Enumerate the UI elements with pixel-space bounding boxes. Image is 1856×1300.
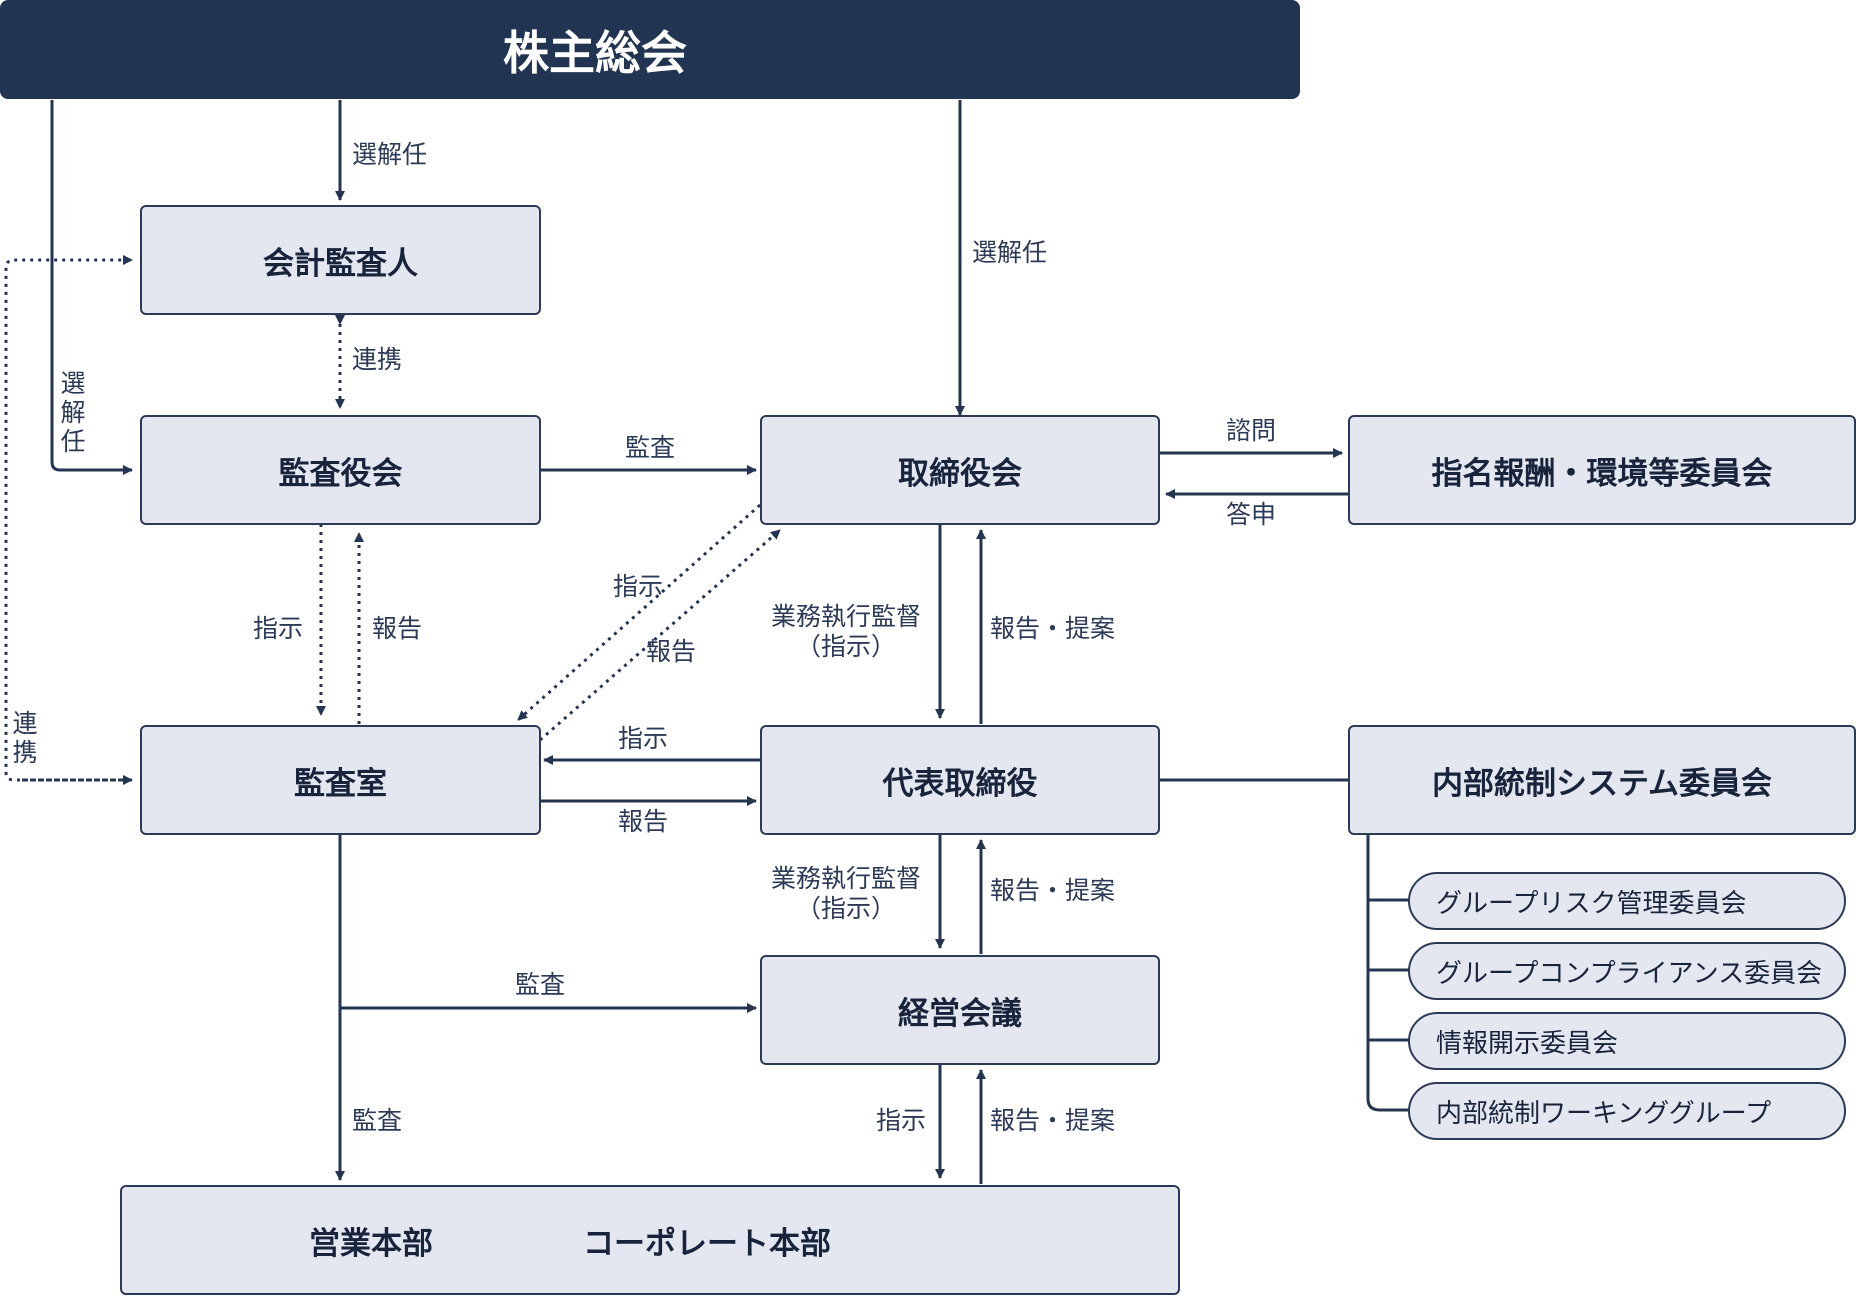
nomination-committee-label: 指名報酬・環境等委員会 — [1431, 455, 1773, 492]
board-of-directors-box: 取締役会 — [760, 415, 1160, 525]
representative-director-label: 代表取締役 — [882, 765, 1038, 802]
label-representative-instruct-office: 指示 — [618, 724, 669, 753]
label-report-propose-1: 報告・提案 — [990, 614, 1116, 643]
management-meeting-box: 経営会議 — [760, 955, 1160, 1065]
label-audit-board-instruct: 指示 — [253, 614, 304, 643]
label-audit-board-to-board: 監査 — [625, 433, 676, 462]
subcommittee-item: グループコンプライアンス委員会 — [1408, 942, 1846, 1000]
label-office-audit-meeting: 監査 — [515, 970, 566, 999]
label-select-dismiss-audit-board: 選 解 任 — [60, 369, 86, 456]
arrow-office-report-board — [539, 528, 781, 742]
label-cooperation-auditor: 連携 — [352, 345, 403, 374]
audit-board-label: 監査役会 — [278, 455, 403, 492]
corporate-hq-label: コーポレート本部 — [583, 1225, 831, 1262]
label-report-back: 答申 — [1226, 500, 1277, 529]
board-of-directors-label: 取締役会 — [898, 455, 1022, 492]
label-office-report-board: 報告 — [646, 637, 697, 666]
subcommittee-item: グループリスク管理委員会 — [1408, 872, 1846, 930]
internal-control-committee-box: 内部統制システム委員会 — [1348, 725, 1856, 835]
label-report-propose-3: 報告・提案 — [990, 1106, 1116, 1135]
nomination-committee-box: 指名報酬・環境等委員会 — [1348, 415, 1856, 525]
label-board-instruct-office: 指示 — [613, 572, 664, 601]
label-report-propose-2: 報告・提案 — [990, 876, 1116, 905]
management-meeting-label: 経営会議 — [898, 995, 1022, 1032]
accounting-auditor-label: 会計監査人 — [263, 245, 418, 282]
label-exec-supervision-2: 業務執行監督 （指示） — [770, 864, 921, 923]
representative-director-box: 代表取締役 — [760, 725, 1160, 835]
label-office-report-audit-board: 報告 — [372, 614, 423, 643]
arrow-shareholders-to-audit-board — [50, 100, 133, 475]
label-office-report-representative: 報告 — [618, 807, 669, 836]
label-consult: 諮問 — [1226, 416, 1277, 445]
subcommittee-item: 内部統制ワーキンググループ — [1408, 1082, 1846, 1140]
label-meeting-instruct-hq: 指示 — [876, 1106, 927, 1135]
label-select-dismiss-auditor: 選解任 — [352, 140, 428, 169]
headquarters-box: 営業本部 コーポレート本部 — [120, 1185, 1180, 1295]
tree-internal-control — [1366, 834, 1410, 1112]
label-select-dismiss-board: 選解任 — [972, 238, 1048, 267]
shareholders-meeting-box: 株主総会 — [0, 0, 1300, 99]
label-office-audit-hq: 監査 — [352, 1106, 403, 1135]
shareholders-meeting-label: 株主総会 — [503, 25, 687, 80]
subcommittee-item: 情報開示委員会 — [1408, 1012, 1846, 1070]
arrow-cooperation-office-auditor — [4, 255, 133, 782]
audit-office-label: 監査室 — [294, 765, 387, 802]
label-exec-supervision-1: 業務執行監督 （指示） — [770, 602, 921, 661]
sales-hq-label: 営業本部 — [309, 1225, 433, 1262]
audit-office-box: 監査室 — [140, 725, 541, 835]
internal-control-committee-label: 内部統制システム委員会 — [1431, 765, 1773, 802]
arrow-board-instruct-office — [517, 503, 761, 722]
label-cooperation-office: 連 携 — [12, 709, 38, 767]
audit-board-box: 監査役会 — [140, 415, 541, 525]
accounting-auditor-box: 会計監査人 — [140, 205, 541, 315]
